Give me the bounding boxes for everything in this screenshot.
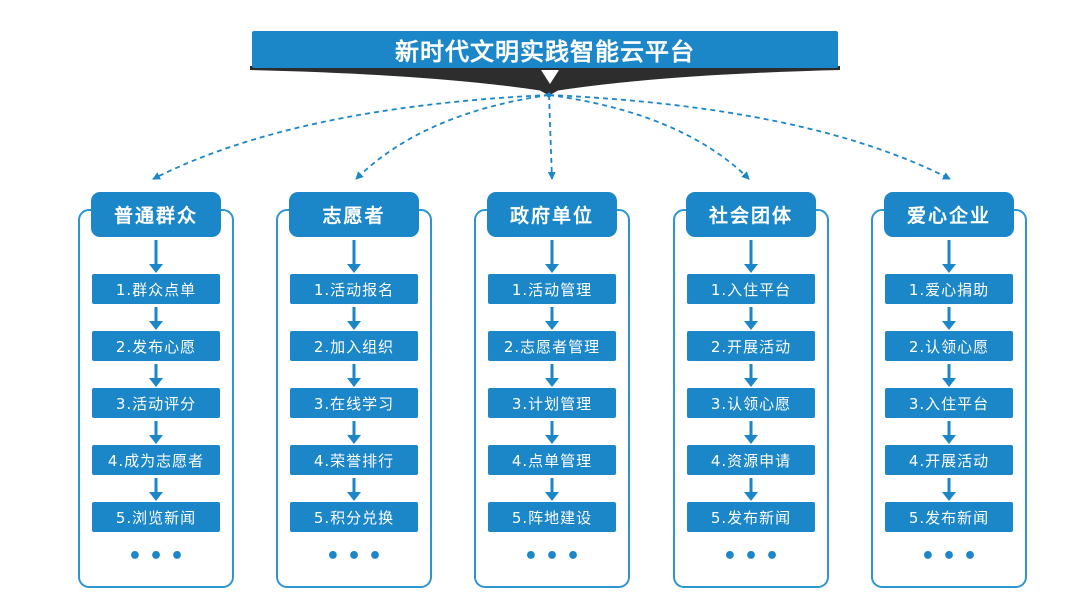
ellipsis-dots: ••• (722, 544, 787, 569)
flow-item: 4.资源申请 (687, 445, 815, 475)
column-header: 政府单位 (487, 192, 617, 237)
flow-arrow-icon (346, 237, 362, 274)
role-column: 政府单位 1.活动管理 2.志愿者管理 3.计划管理 4.点单管理 5.阵地建设 ••• (472, 192, 632, 592)
column-header-label: 志愿者 (322, 205, 386, 227)
column-flow: 1.群众点单 2.发布心愿 3.活动评分 4.成为志愿者 5.浏览新闻 ••• (76, 237, 236, 570)
flow-item: 5.发布新闻 (885, 502, 1013, 532)
column-flow: 1.入住平台 2.开展活动 3.认领心愿 4.资源申请 5.发布新闻 ••• (671, 237, 831, 570)
flow-arrow-icon (743, 475, 759, 502)
role-column: 社会团体 1.入住平台 2.开展活动 3.认领心愿 4.资源申请 5.发布新闻 ••• (671, 192, 831, 592)
flow-arrow-icon (743, 304, 759, 331)
column-header: 社会团体 (686, 192, 816, 237)
flow-item: 4.开展活动 (885, 445, 1013, 475)
role-column: 志愿者 1.活动报名 2.加入组织 3.在线学习 4.荣誉排行 5.积分兑换 ••• (274, 192, 434, 592)
flow-arrow-icon (743, 237, 759, 274)
column-header-label: 爱心企业 (906, 205, 991, 227)
flow-arrow-icon (544, 304, 560, 331)
column-header-label: 政府单位 (509, 205, 594, 227)
flow-item: 3.活动评分 (92, 388, 220, 418)
column-header: 志愿者 (289, 192, 419, 237)
ellipsis-dots: ••• (920, 544, 985, 569)
flow-arrow-icon (941, 361, 957, 388)
flow-arrow-icon (743, 418, 759, 445)
flow-item: 3.认领心愿 (687, 388, 815, 418)
flow-arrow-icon (941, 237, 957, 274)
flow-arrow-icon (941, 475, 957, 502)
flow-item: 5.积分兑换 (290, 502, 418, 532)
flow-arrow-icon (743, 361, 759, 388)
column-flow: 1.爱心捐助 2.认领心愿 3.入住平台 4.开展活动 5.发布新闻 ••• (869, 237, 1029, 570)
flow-item: 5.发布新闻 (687, 502, 815, 532)
flow-item: 4.荣誉排行 (290, 445, 418, 475)
ellipsis-dots: ••• (325, 544, 390, 569)
column-header: 爱心企业 (884, 192, 1014, 237)
flow-item: 1.活动管理 (488, 274, 616, 304)
flow-arrow-icon (544, 418, 560, 445)
ellipsis-dots: ••• (523, 544, 588, 569)
flow-arrow-icon (544, 475, 560, 502)
flow-arrow-icon (346, 304, 362, 331)
flow-arrow-icon (148, 475, 164, 502)
flow-item: 5.浏览新闻 (92, 502, 220, 532)
flow-item: 1.入住平台 (687, 274, 815, 304)
column-header-label: 社会团体 (708, 205, 793, 227)
connector-origin-dot (546, 92, 552, 98)
role-column: 爱心企业 1.爱心捐助 2.认领心愿 3.入住平台 4.开展活动 5.发布新闻 ••• (869, 192, 1029, 592)
flow-arrow-icon (346, 418, 362, 445)
flow-item: 1.爱心捐助 (885, 274, 1013, 304)
flow-arrow-icon (941, 304, 957, 331)
dashed-connector (152, 94, 550, 180)
flow-item: 2.发布心愿 (92, 331, 220, 361)
flow-item: 2.加入组织 (290, 331, 418, 361)
dashed-connector (547, 94, 556, 180)
dashed-connector (548, 94, 750, 180)
column-header: 普通群众 (91, 192, 221, 237)
title-banner: 新时代文明实践智能云平台 (252, 31, 838, 68)
fan-connector-lines (152, 94, 951, 180)
flow-arrow-icon (941, 418, 957, 445)
ellipsis-dots: ••• (127, 544, 192, 569)
flow-item: 1.群众点单 (92, 274, 220, 304)
connector-overlay (152, 66, 951, 180)
white-down-arrow-icon (541, 70, 559, 84)
column-flow: 1.活动报名 2.加入组织 3.在线学习 4.荣誉排行 5.积分兑换 ••• (274, 237, 434, 570)
flow-arrow-icon (346, 475, 362, 502)
page-title: 新时代文明实践智能云平台 (395, 38, 695, 66)
flow-arrow-icon (544, 361, 560, 388)
flow-item: 4.成为志愿者 (92, 445, 220, 475)
flow-arrow-icon (346, 361, 362, 388)
flow-arrow-icon (148, 418, 164, 445)
flow-item: 3.在线学习 (290, 388, 418, 418)
flow-arrow-icon (148, 361, 164, 388)
flow-arrow-icon (148, 304, 164, 331)
flow-item: 3.计划管理 (488, 388, 616, 418)
dashed-connector (548, 94, 951, 180)
column-header-label: 普通群众 (113, 205, 198, 227)
flow-arrow-icon (544, 237, 560, 274)
flow-item: 4.点单管理 (488, 445, 616, 475)
flow-arrow-icon (148, 237, 164, 274)
flow-item: 2.开展活动 (687, 331, 815, 361)
column-flow: 1.活动管理 2.志愿者管理 3.计划管理 4.点单管理 5.阵地建设 ••• (472, 237, 632, 570)
flow-item: 1.活动报名 (290, 274, 418, 304)
dashed-connector (355, 94, 550, 180)
flow-item: 3.入住平台 (885, 388, 1013, 418)
role-column: 普通群众 1.群众点单 2.发布心愿 3.活动评分 4.成为志愿者 5.浏览新闻 ••• (76, 192, 236, 592)
flow-item: 5.阵地建设 (488, 502, 616, 532)
flow-item: 2.志愿者管理 (488, 331, 616, 361)
wedge-shape (250, 66, 840, 96)
flow-item: 2.认领心愿 (885, 331, 1013, 361)
